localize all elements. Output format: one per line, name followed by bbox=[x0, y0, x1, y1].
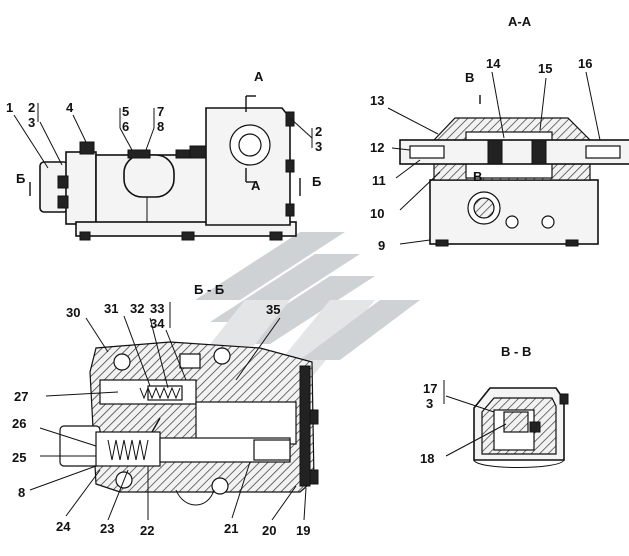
callout-27: 27 bbox=[14, 389, 28, 404]
callout-numbers: 1 2 3 4 5 6 7 8 2 3 9 10 11 12 13 14 15 … bbox=[6, 56, 592, 538]
callout-35: 35 bbox=[266, 302, 280, 317]
callout-8-top: 8 bbox=[157, 119, 164, 134]
section-vv-leaders bbox=[443, 380, 507, 457]
callout-5: 5 bbox=[122, 104, 129, 119]
callout-3-left: 3 bbox=[28, 115, 35, 130]
section-vv bbox=[473, 387, 569, 468]
callout-11: 11 bbox=[372, 173, 386, 188]
callout-17: 17 bbox=[423, 381, 437, 396]
callout-13: 13 bbox=[370, 93, 384, 108]
callout-34: 34 bbox=[150, 316, 165, 331]
cut-mark-v-aa: В bbox=[465, 70, 474, 85]
callout-21: 21 bbox=[224, 521, 238, 536]
callout-23: 23 bbox=[100, 521, 114, 536]
side-view-leaders bbox=[13, 103, 313, 169]
callout-7: 7 bbox=[157, 104, 164, 119]
callout-30: 30 bbox=[66, 305, 80, 320]
callout-6: 6 bbox=[122, 119, 129, 134]
section-title-bb: Б - Б bbox=[194, 282, 224, 297]
callout-1: 1 bbox=[6, 100, 13, 115]
callout-33: 33 bbox=[150, 301, 164, 316]
section-title-vv: В - В bbox=[501, 344, 531, 359]
callout-22: 22 bbox=[140, 523, 154, 538]
cut-mark-b-left: Б bbox=[16, 171, 25, 186]
callout-8-bb: 8 bbox=[18, 485, 25, 500]
section-titles: А-А Б - Б В - В А А Б Б В В bbox=[16, 14, 532, 359]
callout-10: 10 bbox=[370, 206, 384, 221]
section-title-aa: А-А bbox=[508, 14, 532, 29]
callout-12: 12 bbox=[370, 140, 384, 155]
section-bb bbox=[59, 341, 319, 506]
callout-31: 31 bbox=[104, 301, 118, 316]
callout-15: 15 bbox=[538, 61, 552, 76]
cut-mark-v-inner: В bbox=[473, 169, 482, 184]
callout-14: 14 bbox=[486, 56, 501, 71]
callout-2-left: 2 bbox=[28, 100, 35, 115]
callout-26: 26 bbox=[12, 416, 26, 431]
callout-25: 25 bbox=[12, 450, 26, 465]
callout-18: 18 bbox=[420, 451, 434, 466]
cut-mark-a-bottom: А bbox=[251, 178, 261, 193]
section-bb-leaders bbox=[29, 302, 307, 521]
section-aa bbox=[399, 95, 629, 247]
cut-mark-a-top: А bbox=[254, 69, 264, 84]
callout-16: 16 bbox=[578, 56, 592, 71]
callout-9: 9 bbox=[378, 238, 385, 253]
callout-2-right: 2 bbox=[315, 124, 322, 139]
side-view bbox=[29, 95, 301, 241]
callout-24: 24 bbox=[56, 519, 71, 534]
section-aa-leaders bbox=[387, 71, 601, 245]
cut-mark-b-right: Б bbox=[312, 174, 321, 189]
callout-32: 32 bbox=[130, 301, 144, 316]
callout-3-vv: 3 bbox=[426, 396, 433, 411]
callout-19: 19 bbox=[296, 523, 310, 538]
callout-20: 20 bbox=[262, 523, 276, 538]
callout-3-right: 3 bbox=[315, 139, 322, 154]
callout-4: 4 bbox=[66, 100, 74, 115]
